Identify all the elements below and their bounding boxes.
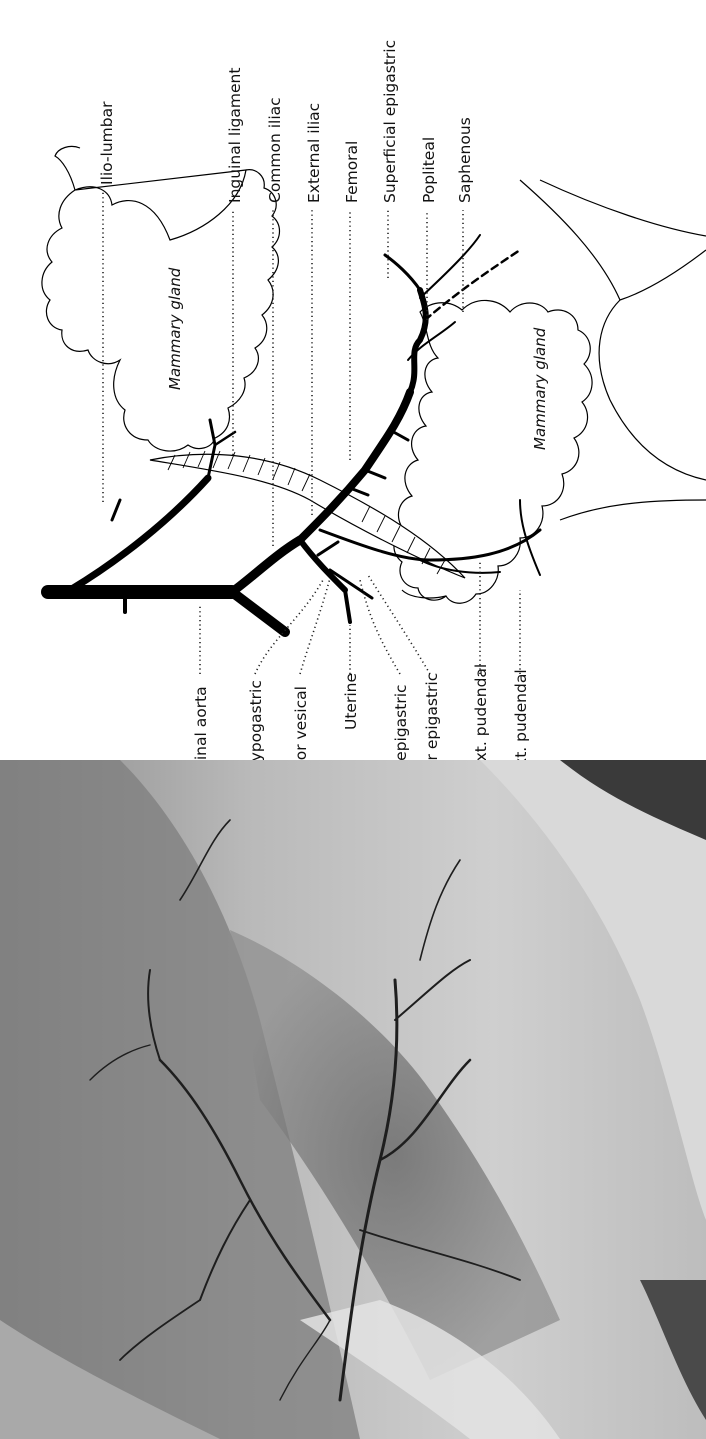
label-inguinal-ligament: Inguinal ligament <box>226 68 244 203</box>
right-labels: Ilio-lumbar Inguinal ligament Common ili… <box>98 40 474 203</box>
svg-text:Uterine: Uterine <box>342 673 360 730</box>
uterine-vessel <box>345 590 350 622</box>
svg-text:Common iliac: Common iliac <box>266 97 284 203</box>
svg-text:Inguinal ligament: Inguinal ligament <box>226 68 244 203</box>
svg-text:Saphenous: Saphenous <box>456 117 474 203</box>
label-ilio-lumbar: Ilio-lumbar <box>98 101 116 185</box>
hypogastric-vessel <box>300 540 345 590</box>
gland-labels: Mammary gland Mammary gland <box>166 267 549 450</box>
label-common-iliac: Common iliac <box>266 97 284 203</box>
common-iliac-vessel <box>232 540 300 592</box>
label-mammary-gland-upper: Mammary gland <box>166 267 184 390</box>
svg-text:Ilio-lumbar: Ilio-lumbar <box>98 101 116 185</box>
mammary-gland-upper-outline <box>42 170 280 451</box>
svg-text:Mammary gland: Mammary gland <box>166 267 184 390</box>
ilio-lumbar-vessel <box>70 478 208 590</box>
svg-text:Superficial epigastric: Superficial epigastric <box>381 40 399 203</box>
svg-text:Femoral: Femoral <box>343 141 361 203</box>
svg-text:Mammary gland: Mammary gland <box>531 327 549 450</box>
svg-text:Popliteal: Popliteal <box>420 137 438 203</box>
label-mammary-gland-lower: Mammary gland <box>531 327 549 450</box>
svg-text:External iliac: External iliac <box>305 103 323 203</box>
popliteal-vessel <box>425 250 520 320</box>
label-femoral: Femoral <box>343 141 361 203</box>
label-external-iliac: External iliac <box>305 103 323 203</box>
vessel-schematic <box>42 146 706 632</box>
dissection-photograph <box>0 760 706 1439</box>
femoral-vessel <box>410 290 426 392</box>
label-saphenous: Saphenous <box>456 117 474 203</box>
label-superficial-epigastric: Superficial epigastric <box>381 40 399 203</box>
label-uterine: Uterine <box>342 673 360 730</box>
label-popliteal: Popliteal <box>420 137 438 203</box>
